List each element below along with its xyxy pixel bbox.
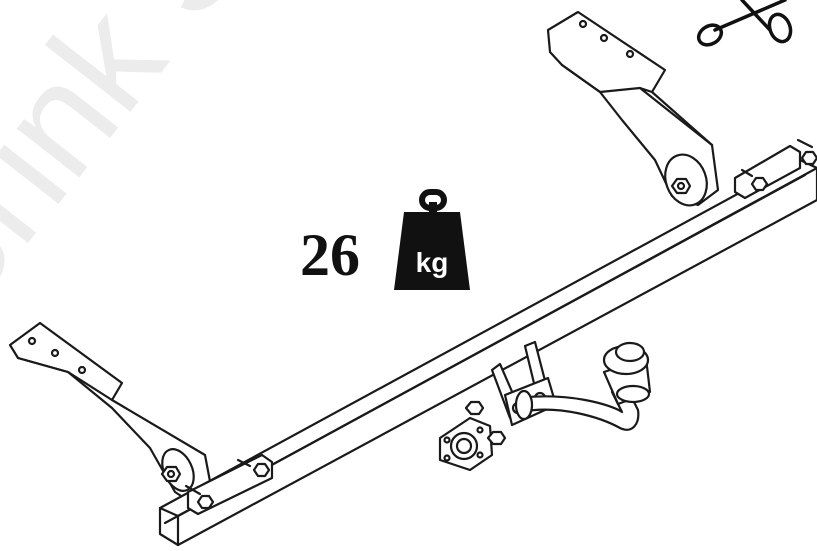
weight-unit: kg <box>416 247 449 278</box>
weight-value: 26 <box>300 222 360 288</box>
bracket-hole <box>77 365 87 375</box>
weight-label: 26 kg <box>300 189 470 290</box>
left-clamp <box>184 453 274 516</box>
bracket-hole <box>27 336 37 346</box>
clamp-nut <box>252 462 271 478</box>
bracket-hole <box>599 33 609 43</box>
clamp-nut <box>750 176 769 192</box>
bracket-nut <box>160 465 182 483</box>
socket-plate <box>438 400 507 472</box>
bracket-hole <box>50 348 60 358</box>
tow-ball-neck <box>514 388 640 431</box>
clamp-nut <box>196 494 215 510</box>
crossbar <box>158 158 817 547</box>
right-clamp <box>733 138 817 200</box>
right-mounting-bracket <box>546 10 720 207</box>
tow-ball <box>602 341 652 406</box>
bracket-hole <box>625 49 635 59</box>
bracket-hole <box>578 19 588 29</box>
left-mounting-bracket <box>8 321 214 507</box>
scissors-icon <box>696 0 793 47</box>
bracket-nut <box>670 177 692 195</box>
weight-icon <box>394 189 470 290</box>
clamp-nut <box>800 150 817 166</box>
